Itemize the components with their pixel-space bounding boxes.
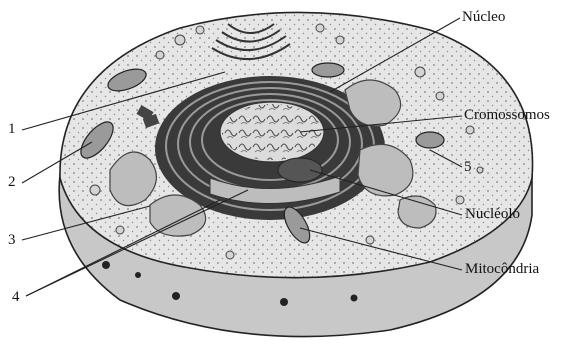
number-2: 2 bbox=[8, 175, 16, 190]
label-nucleo: Núcleo bbox=[462, 10, 505, 25]
number-3: 3 bbox=[8, 233, 16, 248]
number-4: 4 bbox=[12, 290, 20, 305]
label-nucleolo: Nucléolo bbox=[465, 207, 520, 222]
number-5: 5 bbox=[464, 160, 472, 175]
label-cromossomos: Cromossomos bbox=[464, 108, 550, 123]
nucleolus bbox=[278, 158, 322, 182]
number-1: 1 bbox=[8, 122, 16, 137]
chromosomes bbox=[222, 104, 322, 160]
label-mitocondria: Mitocôndria bbox=[465, 262, 539, 277]
